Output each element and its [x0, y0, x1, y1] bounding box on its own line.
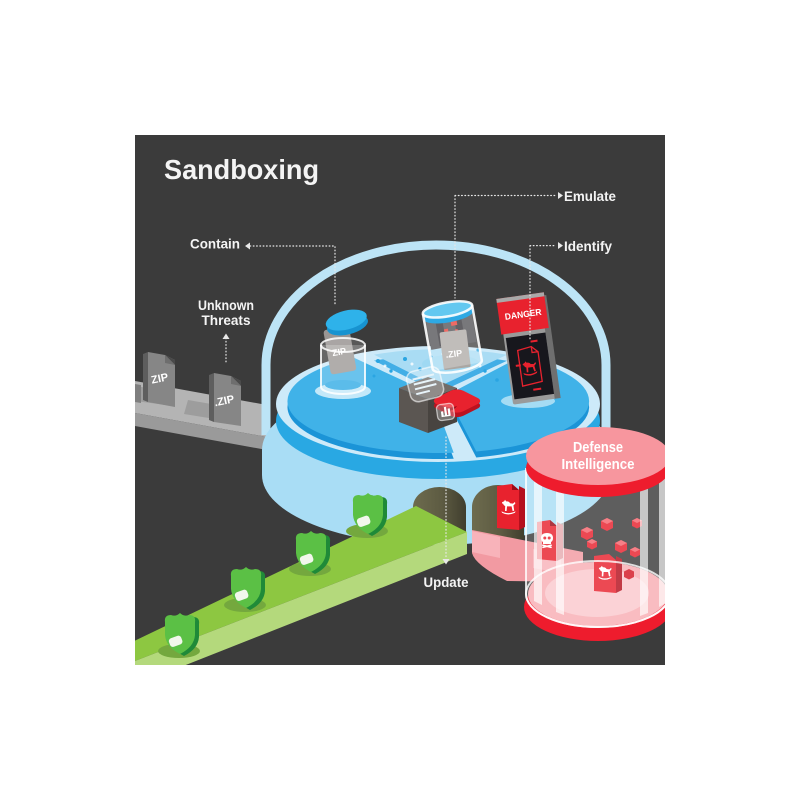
svg-text:Threats: Threats	[202, 312, 251, 328]
svg-text:Unknown: Unknown	[198, 297, 254, 313]
svg-text:Identify: Identify	[564, 238, 612, 254]
svg-text:Intelligence: Intelligence	[562, 457, 635, 473]
svg-text:Sandboxing: Sandboxing	[164, 154, 319, 185]
svg-text:Emulate: Emulate	[564, 188, 616, 204]
svg-text:Defense: Defense	[573, 440, 623, 456]
svg-text:.ZIP: .ZIP	[213, 393, 235, 409]
svg-text:Update: Update	[424, 574, 469, 590]
svg-text:Contain: Contain	[190, 236, 240, 252]
svg-text:.ZIP: .ZIP	[445, 348, 463, 360]
svg-text:ZIP: ZIP	[150, 371, 169, 386]
